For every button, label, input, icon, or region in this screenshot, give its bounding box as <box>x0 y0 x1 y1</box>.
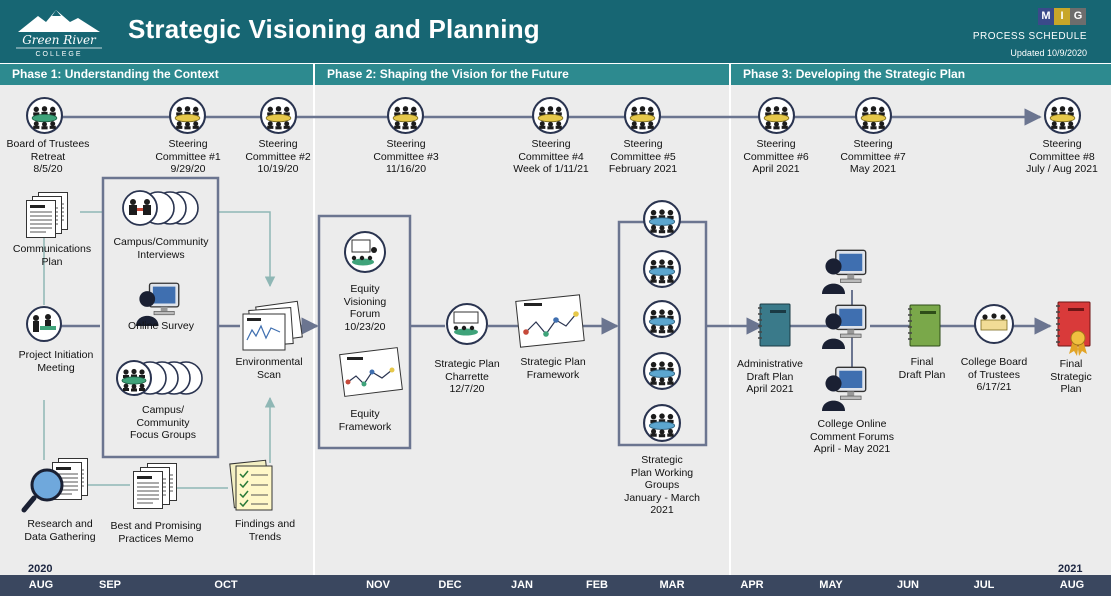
administrative-draft-plan-icon <box>758 303 791 347</box>
steering-committee-4-icon <box>532 97 569 134</box>
equity-box <box>317 214 412 450</box>
header-bar: Green River COLLEGE Strategic Visioning … <box>0 0 1111 63</box>
month-sep: SEP <box>98 579 122 591</box>
brand-letter-m: M <box>1038 8 1054 25</box>
equity-forum-icon <box>344 231 386 273</box>
page-title: Strategic Visioning and Planning <box>128 14 540 44</box>
final-strategic-plan-icon <box>1056 301 1091 356</box>
mig-brand-badge: M I G <box>1038 8 1086 25</box>
online-forum-user-3-icon <box>822 366 867 411</box>
month-mar: MAR <box>659 579 685 591</box>
online-forum-user-2-icon <box>822 304 867 349</box>
steering-committee-2-icon <box>260 97 297 134</box>
practices-memo-icon <box>133 463 177 509</box>
communications-plan-icon <box>26 192 68 238</box>
phase-2-header: Phase 2: Shaping the Vision for the Futu… <box>315 64 729 85</box>
focus-group-meeting-icon <box>116 360 152 396</box>
working-group-2-icon <box>643 250 681 288</box>
month-aug-2021: AUG <box>1059 579 1085 591</box>
working-group-3-icon <box>643 300 681 338</box>
equity-framework-icon <box>339 347 403 397</box>
online-survey-label: Online Survey <box>128 320 194 332</box>
steering-committee-3-icon <box>387 97 424 134</box>
month-nov: NOV <box>366 579 390 591</box>
online-forum-user-1-icon <box>822 249 867 294</box>
green-river-college-logo: Green River COLLEGE <box>16 10 102 58</box>
logo-subtext: COLLEGE <box>35 51 82 58</box>
year-2020: 2020 <box>28 563 53 575</box>
working-group-5-icon <box>643 404 681 442</box>
month-apr: APR <box>740 579 764 591</box>
steering-committee-7-icon <box>855 97 892 134</box>
interviews-icon <box>122 190 199 226</box>
process-schedule-label: PROCESS SCHEDULE <box>972 31 1087 42</box>
brand-letter-g: G <box>1070 8 1086 25</box>
project-initiation-icon <box>26 306 62 342</box>
board-retreat-meeting-icon <box>26 97 63 134</box>
month-feb: FEB <box>586 579 608 591</box>
month-oct: OCT <box>214 579 238 591</box>
brand-letter-i: I <box>1054 8 1070 25</box>
strategic-plan-framework-icon <box>515 294 585 348</box>
year-2021: 2021 <box>1058 563 1083 575</box>
steering-committee-6-icon <box>758 97 795 134</box>
month-may: MAY <box>819 579 843 591</box>
month-jun: JUN <box>896 579 920 591</box>
month-jan: JAN <box>510 579 534 591</box>
timeline-axis: AUG SEP OCT NOV DEC JAN FEB MAR APR MAY … <box>0 575 1111 596</box>
month-aug-2020: AUG <box>28 579 54 591</box>
research-magnifier-icon <box>21 458 88 513</box>
charrette-icon <box>446 303 488 345</box>
working-group-1-icon <box>643 200 681 238</box>
steering-committee-1-icon <box>169 97 206 134</box>
steering-committee-5-icon <box>624 97 661 134</box>
final-draft-plan-icon <box>908 304 941 347</box>
college-board-icon <box>974 304 1014 344</box>
month-dec: DEC <box>438 579 462 591</box>
findings-checklist-icon <box>229 459 273 511</box>
working-group-4-icon <box>643 352 681 390</box>
phase-3-header: Phase 3: Developing the Strategic Plan <box>731 64 1111 85</box>
updated-date: Updated 10/9/2020 <box>1010 48 1087 58</box>
steering-committee-8-icon <box>1044 97 1081 134</box>
engagement-box <box>101 176 220 459</box>
logo-text: Green River <box>22 33 97 47</box>
environmental-scan-icon <box>242 300 303 351</box>
month-jul: JUL <box>973 579 995 591</box>
phase-1-header: Phase 1: Understanding the Context <box>0 64 313 85</box>
